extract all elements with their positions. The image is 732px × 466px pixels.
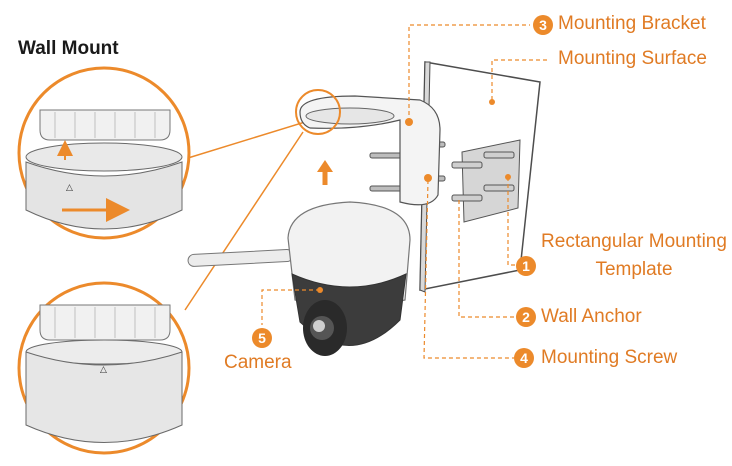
label-mounting-surface: Mounting Surface (558, 48, 707, 69)
leader-wall-anchor (458, 200, 516, 318)
leader-mounting-bracket (408, 24, 530, 122)
label-mounting-screw: Mounting Screw (541, 347, 678, 368)
zoom-circle (295, 89, 341, 135)
mounting-bracket (299, 95, 441, 206)
callout-5-badge: 5 (252, 328, 272, 348)
label-mounting-template: Rectangular Mounting Template (541, 231, 727, 280)
zoom-leader-bottom (184, 131, 304, 311)
label-mounting-bracket: Mounting Bracket (558, 13, 706, 34)
callout-3-badge: 3 (533, 15, 553, 35)
label-wall-anchor: Wall Anchor (541, 306, 642, 327)
zoom-leader-top (187, 117, 319, 159)
attach-direction-arrow (317, 160, 333, 185)
page-title: Wall Mount (18, 38, 119, 59)
wall-anchor-group (451, 151, 515, 202)
label-camera: Camera (224, 352, 292, 373)
locked-position-icon: △ (100, 364, 107, 374)
callout-2-badge: 2 (516, 307, 536, 327)
detail-view-locked: △ (17, 281, 191, 455)
camera (187, 201, 411, 356)
leader-mounting-screw (423, 179, 514, 359)
leader-camera (261, 289, 320, 325)
svg-text:△: △ (66, 182, 73, 192)
detail-view-unlocked: △ (17, 66, 191, 240)
leader-mounting-surface (491, 59, 550, 100)
callout-1-badge: 1 (516, 256, 536, 276)
leader-mounting-template (507, 177, 516, 266)
callout-4-badge: 4 (514, 348, 534, 368)
